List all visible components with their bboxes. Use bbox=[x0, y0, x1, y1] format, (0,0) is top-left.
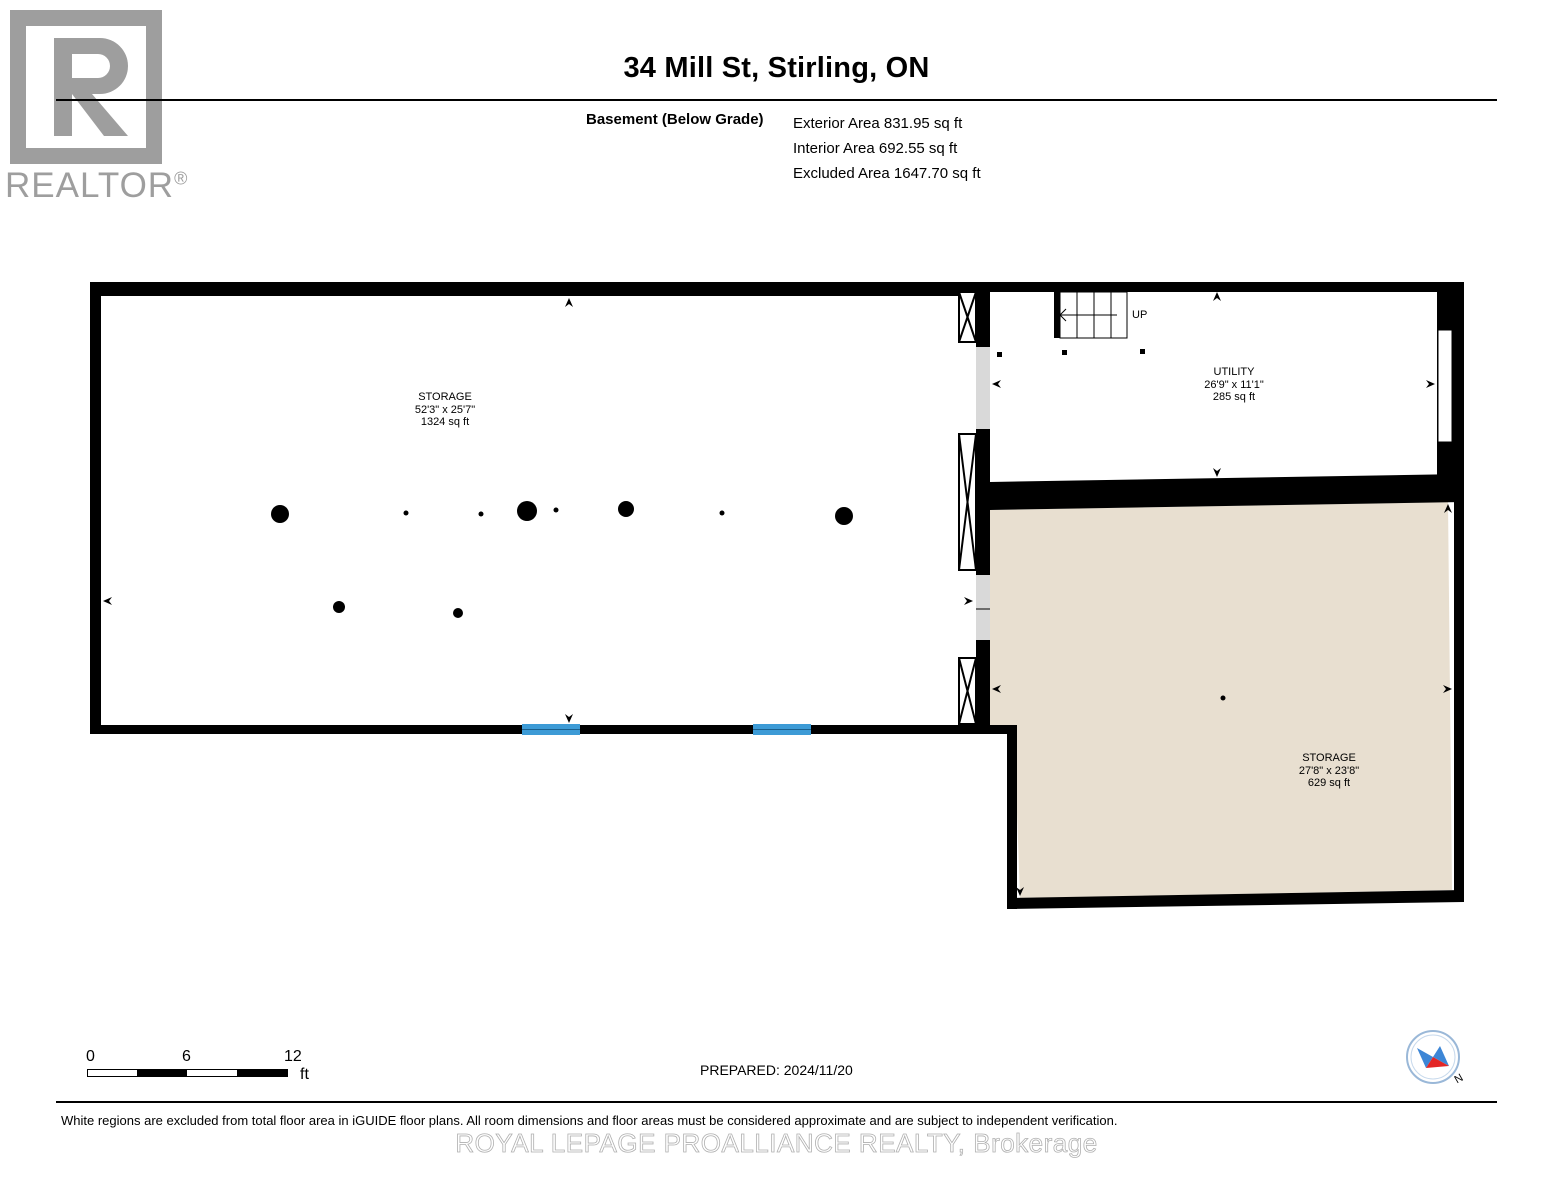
storage-right-floor bbox=[990, 502, 1452, 898]
room-dims: 27'8" x 23'8" bbox=[1298, 764, 1360, 777]
realtor-logo-text: REALTOR® bbox=[5, 166, 188, 206]
exterior-area: Exterior Area 831.95 sq ft bbox=[793, 115, 963, 132]
partition-mid bbox=[976, 429, 990, 575]
window-2 bbox=[753, 724, 811, 735]
room-label-utility: UTILITY 26'9" x 11'1" 285 sq ft bbox=[1154, 366, 1314, 404]
wall-left-side bbox=[90, 282, 101, 734]
room-label-storage-right: STORAGE 27'8" x 23'8" 629 sq ft bbox=[1249, 752, 1409, 790]
room-dims: 26'9" x 11'1" bbox=[1204, 378, 1264, 391]
header-divider bbox=[56, 99, 1497, 101]
area-summary: Exterior Area 831.95 sq ft Interior Area… bbox=[793, 111, 981, 186]
stairs bbox=[1054, 291, 1128, 339]
room-name: UTILITY bbox=[1213, 366, 1255, 378]
column-point bbox=[719, 510, 725, 516]
utility-post bbox=[1140, 349, 1145, 354]
partition-column-bottom bbox=[958, 657, 977, 725]
column-point bbox=[618, 501, 634, 517]
scale-bar bbox=[87, 1069, 288, 1077]
window-1 bbox=[522, 724, 580, 735]
utility-post bbox=[997, 352, 1002, 357]
scale-tick-12: 12 bbox=[284, 1048, 302, 1065]
wall-right-south bbox=[1007, 890, 1464, 909]
room-area: 629 sq ft bbox=[1307, 777, 1351, 789]
scale-tick-6: 6 bbox=[182, 1048, 191, 1065]
utility-post bbox=[1062, 350, 1067, 355]
prepared-date: PREPARED: 2024/11/20 bbox=[700, 1062, 853, 1078]
room-dims: 52'3" x 25'7" bbox=[414, 403, 476, 416]
room-area: 1324 sq ft bbox=[420, 416, 470, 428]
room-name: STORAGE bbox=[1302, 752, 1356, 764]
excluded-area: Excluded Area 1647.70 sq ft bbox=[793, 165, 981, 182]
partition-column-top bbox=[958, 291, 977, 343]
compass-icon bbox=[1406, 1030, 1460, 1084]
scale-tick-0: 0 bbox=[86, 1048, 95, 1065]
dimension-arrows bbox=[103, 292, 1452, 896]
column-point bbox=[835, 507, 853, 525]
wall-utility-top bbox=[976, 282, 1464, 292]
page-title: 34 Mill St, Stirling, ON bbox=[623, 52, 930, 84]
utility-window bbox=[1437, 329, 1453, 443]
stairs-up-label: UP bbox=[1132, 309, 1148, 321]
partition-top bbox=[976, 282, 990, 347]
wall-right-east bbox=[1454, 502, 1464, 902]
column-point bbox=[1220, 695, 1226, 701]
column-point bbox=[478, 511, 484, 517]
logo-word: REALTOR bbox=[5, 166, 175, 205]
column-point bbox=[517, 501, 537, 521]
room-name: STORAGE bbox=[418, 391, 472, 403]
opening-upper bbox=[976, 347, 990, 429]
floor-plan bbox=[90, 282, 1464, 909]
column-point bbox=[403, 510, 409, 516]
room-label-storage-left: STORAGE 52'3" x 25'7" 1324 sq ft bbox=[365, 391, 525, 429]
registered-mark: ® bbox=[174, 168, 189, 189]
level-name: Basement (Below Grade) bbox=[586, 111, 764, 128]
interior-area: Interior Area 692.55 sq ft bbox=[793, 140, 958, 157]
realtor-logo-icon bbox=[10, 10, 162, 164]
wall-right-west bbox=[1007, 725, 1017, 909]
opening-lower bbox=[976, 575, 990, 640]
scale-unit: ft bbox=[300, 1066, 309, 1083]
column-point bbox=[271, 505, 289, 523]
room-area: 285 sq ft bbox=[1212, 391, 1256, 403]
column-point bbox=[553, 507, 559, 513]
partition-column-mid bbox=[958, 433, 977, 571]
wall-utility-bottom bbox=[990, 474, 1464, 510]
brokerage-watermark: ROYAL LEPAGE PROALLIANCE REALTY, Brokera… bbox=[455, 1128, 1098, 1159]
partition-bottom bbox=[976, 640, 990, 734]
disclaimer-text: White regions are excluded from total fl… bbox=[61, 1113, 1118, 1128]
footer-divider bbox=[56, 1101, 1497, 1103]
column-point bbox=[333, 601, 345, 613]
wall-left-top bbox=[90, 282, 990, 296]
column-point bbox=[453, 608, 463, 618]
